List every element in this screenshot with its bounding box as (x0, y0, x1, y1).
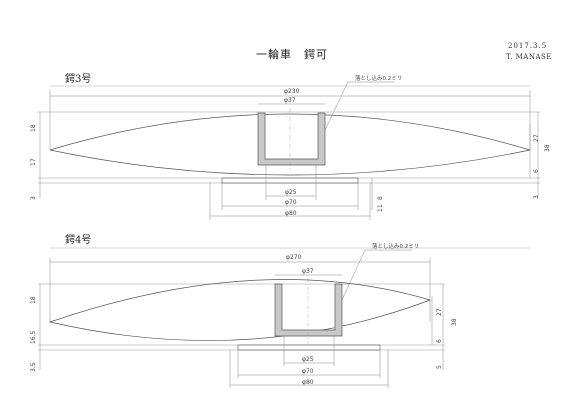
p1-dim-hole: φ25 (285, 189, 297, 196)
p2-dim-left-top: 18 (30, 296, 37, 304)
note-leader (341, 249, 366, 301)
cup-section (274, 283, 343, 337)
drawing-title: 一輪車 鍔可 (256, 48, 328, 61)
part-2-dimension-labels: φ270 φ37 φ25 φ70 φ80 落とし込み0.2ミリ 18 16.5 … (30, 242, 458, 386)
p1-dim-left-bot: 3 (30, 196, 37, 200)
p1-dim-boss: φ70 (285, 199, 297, 206)
part-label-1: 鍔3号 (65, 74, 92, 85)
p1-dim-base: φ80 (285, 210, 297, 217)
p1-dim-right-27: 27 (533, 134, 540, 142)
p2-dim-base: φ80 (302, 379, 314, 386)
p2-note: 落とし込み0.2ミリ (372, 242, 419, 250)
p1-dim-center-11: 11 (377, 204, 384, 212)
part-1-drawing (38, 81, 540, 220)
p1-dim-cup: φ37 (284, 97, 296, 104)
drawing-date: 2017.3.5 (508, 42, 548, 50)
p1-dim-outer: φ230 (284, 88, 300, 95)
p1-note: 落とし込み0.2ミリ (355, 74, 402, 82)
p2-dim-left-mid: 16.5 (30, 330, 37, 344)
p2-dim-boss: φ70 (302, 368, 314, 375)
p2-dim-right-27: 27 (436, 308, 443, 316)
part-label-2: 鍔4号 (65, 235, 92, 246)
cup-section (257, 112, 326, 166)
boss-plate (237, 344, 381, 351)
p2-dim-cup: φ37 (302, 268, 314, 275)
p1-dim-left-mid: 17 (30, 158, 37, 166)
guard-profile (48, 279, 432, 341)
part-1-dimension-labels: φ230 φ37 φ25 φ70 φ80 落とし込み0.2ミリ 18 17 3 … (30, 74, 551, 217)
drawing-author: T. MANASE (506, 53, 552, 61)
p2-dim-right-5: 5 (436, 365, 443, 369)
p2-dim-hole: φ25 (302, 356, 314, 363)
boss-plate (221, 177, 359, 184)
part-2-drawing (38, 247, 530, 388)
p1-dim-left-top: 18 (30, 124, 37, 132)
p1-dim-right-6: 6 (533, 169, 540, 173)
p2-dim-outer: φ270 (286, 254, 302, 261)
note-leader (324, 81, 349, 131)
p2-dim-left-bot: 3.5 (30, 362, 37, 372)
p2-dim-right-38: 38 (451, 318, 458, 326)
p2-dim-right-6: 6 (436, 339, 443, 343)
p1-dim-right-38: 38 (544, 144, 551, 152)
p1-dim-right-3: 3 (533, 195, 540, 199)
p1-dim-center-thk: 8 (377, 196, 384, 200)
